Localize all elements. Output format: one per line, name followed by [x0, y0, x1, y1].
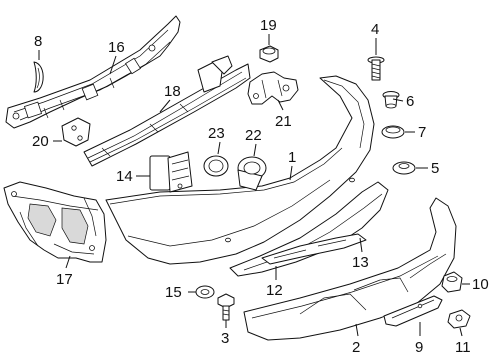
callout-16: 16: [108, 39, 125, 56]
callout-14: 14: [116, 168, 133, 185]
part-6-clip: [382, 91, 400, 109]
part-18-bumper-bar: [83, 55, 251, 167]
callout-18: 18: [164, 83, 181, 100]
callout-11: 11: [455, 339, 471, 356]
callout-5: 5: [431, 160, 439, 177]
part-10-clip: [441, 271, 463, 293]
part-8-trim-piece: [33, 61, 44, 93]
callout-8: 8: [34, 33, 42, 50]
part-7-grommet: [381, 125, 405, 139]
callout-13: 13: [352, 254, 369, 271]
callout-6: 6: [406, 93, 414, 110]
part-4-bolt: [367, 56, 385, 81]
callout-9: 9: [415, 339, 423, 356]
callout-4: 4: [371, 21, 379, 38]
callout-17: 17: [56, 271, 73, 288]
part-11-clip: [447, 309, 471, 329]
callout-22: 22: [245, 127, 262, 144]
part-15-washer: [195, 285, 215, 299]
callout-12: 12: [266, 282, 283, 299]
callout-19: 19: [260, 17, 277, 34]
callout-3: 3: [221, 330, 229, 347]
callout-1: 1: [288, 149, 296, 166]
part-20-plate: [61, 117, 91, 147]
part-21-bracket: [247, 71, 299, 105]
callout-2: 2: [352, 339, 360, 356]
part-22-park-sensor: [237, 156, 267, 191]
part-2-diffuser: [243, 197, 457, 341]
callout-7: 7: [418, 124, 426, 141]
part-16-reinforcement: [5, 15, 181, 129]
callout-21: 21: [275, 113, 292, 130]
part-3-screw: [217, 293, 235, 321]
callout-10: 10: [472, 276, 489, 293]
part-12-trim-strip: [261, 233, 367, 265]
leader-lines: [38, 34, 470, 337]
callout-labels: 8 16 18 19 4 6 7 5 20 21 23 22 1 14 17 1…: [32, 17, 489, 356]
callout-15: 15: [165, 284, 182, 301]
callout-23: 23: [208, 125, 225, 142]
part-17-side-bracket: [3, 181, 107, 263]
part-9-plate: [383, 295, 443, 327]
callout-20: 20: [32, 133, 49, 150]
part-19-nut: [259, 45, 279, 63]
part-5-grommet: [392, 161, 416, 175]
part-14-bracket: [149, 151, 193, 193]
part-23-ring: [203, 155, 229, 177]
